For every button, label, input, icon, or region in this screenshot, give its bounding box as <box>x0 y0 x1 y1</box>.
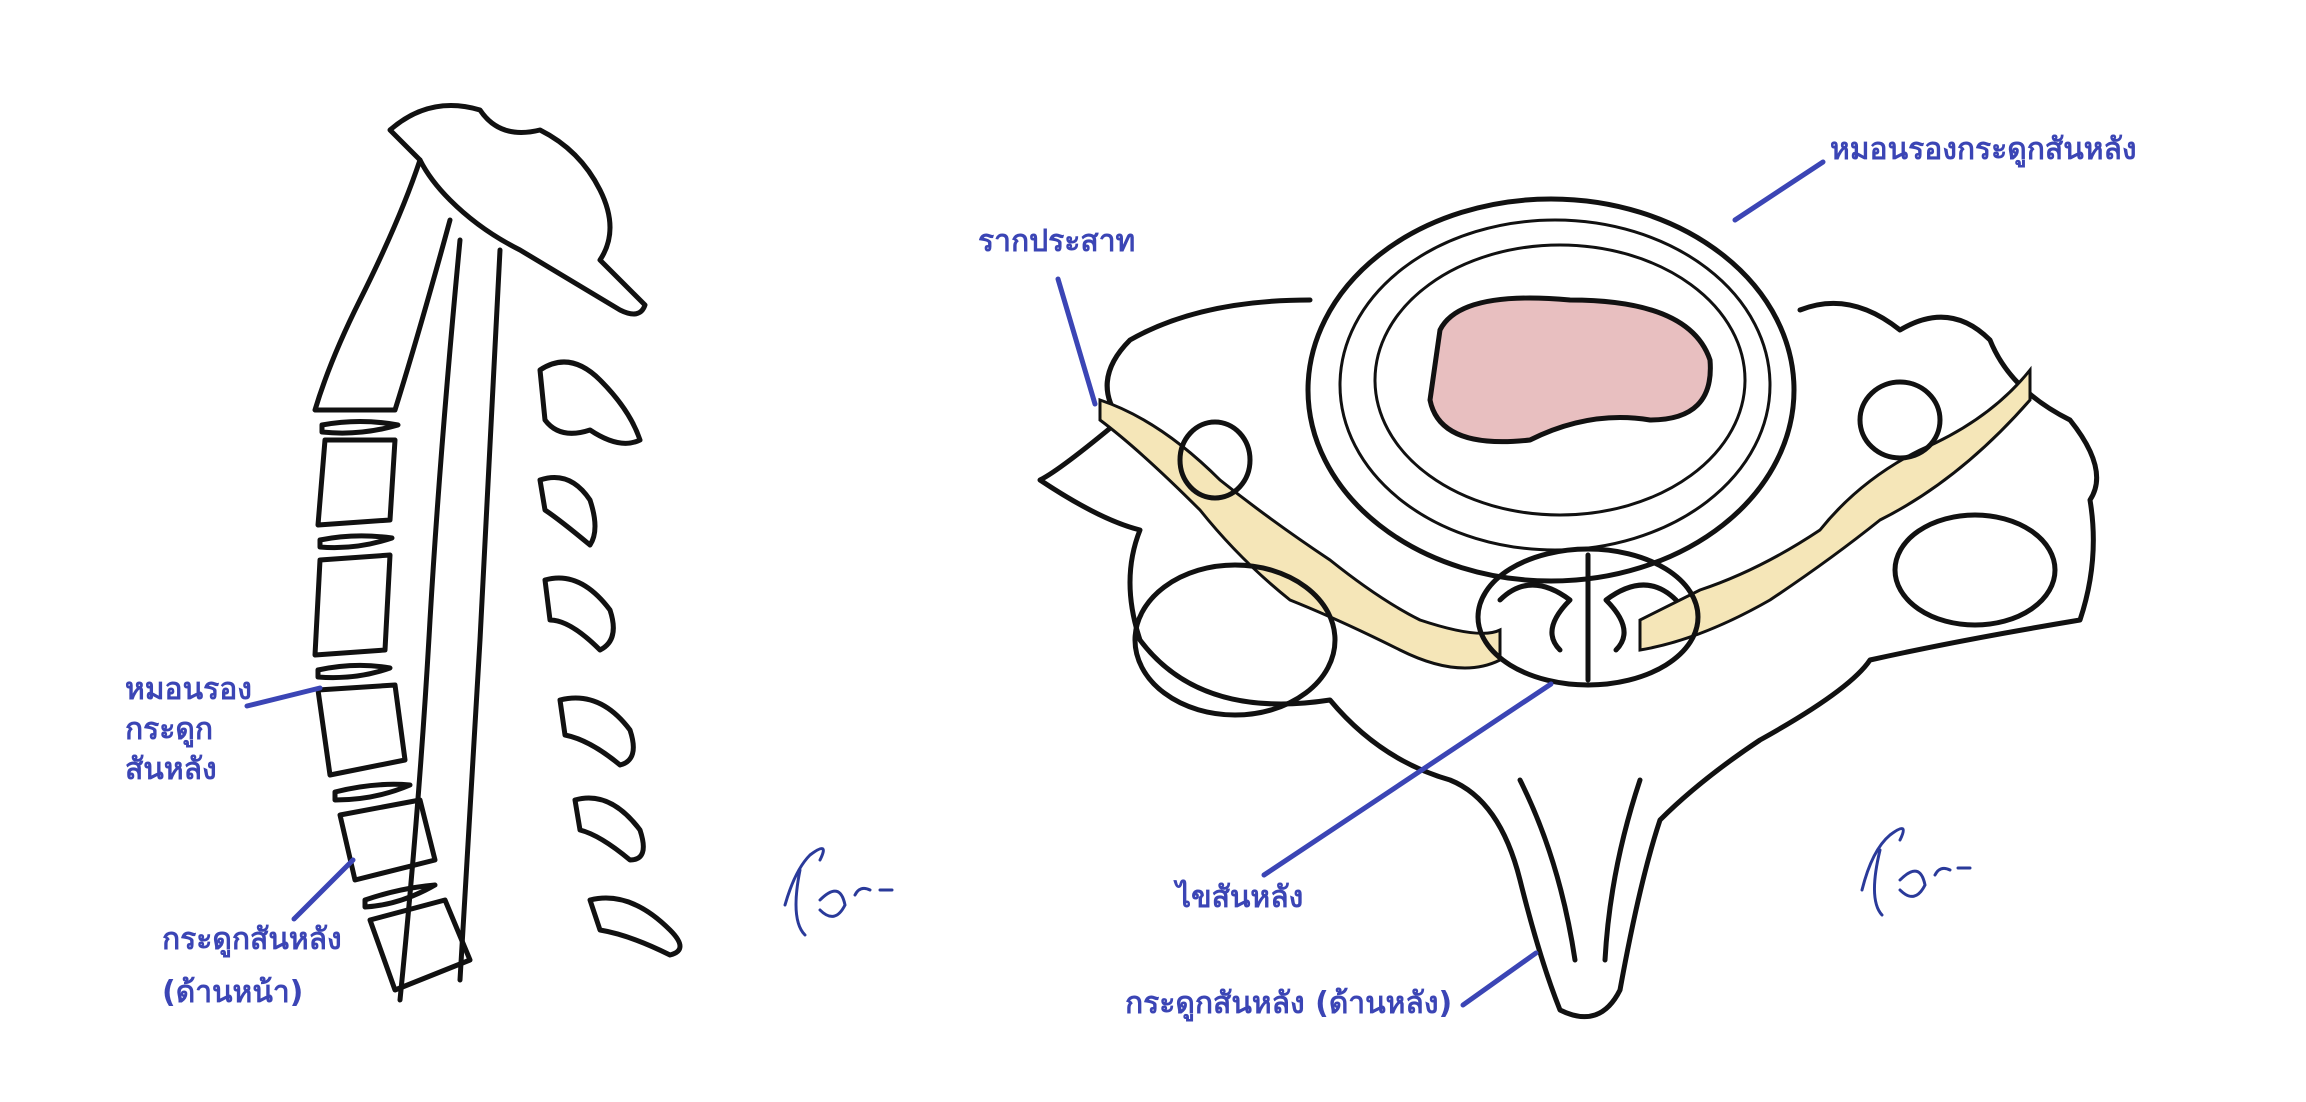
intervertebral-discs <box>315 419 438 910</box>
signature-right <box>1860 827 1972 917</box>
disc-annulus <box>1305 196 1797 584</box>
signature-left <box>783 847 894 937</box>
label-vertebra-front-line2: (ด้านหน้า) <box>162 975 304 1010</box>
pointer-vertebra-back <box>1460 950 1539 1008</box>
label-spinal-cord: ไขสันหลัง <box>1176 880 1304 915</box>
vertebra-outline <box>1037 297 2100 1020</box>
vertebra-top-view <box>1037 196 2100 1020</box>
transverse-foramen-left <box>1132 562 1338 718</box>
nucleus-pulposus <box>1427 295 1713 445</box>
pointer-disc-right <box>1732 159 1826 223</box>
label-disc-left-line3: สันหลัง <box>125 752 217 787</box>
skull-base <box>387 103 648 317</box>
spinous-processes <box>537 359 683 958</box>
spinal-canal-front <box>397 237 463 1003</box>
label-disc-right: หมอนรองกระดูกสันหลัง <box>1830 132 2137 167</box>
transverse-foramen-right <box>1892 512 2058 628</box>
label-vertebra-back: กระดูกสันหลัง (ด้านหลัง) <box>1125 986 1453 1021</box>
label-nerve-root: รากประสาท <box>978 224 1136 259</box>
label-disc-left-line1: หมอนรอง <box>125 672 252 707</box>
vertebral-bodies <box>312 437 473 993</box>
spinal-canal-back <box>457 247 503 983</box>
spinal-cord <box>1475 546 1701 688</box>
pointer-vertebra-front <box>291 857 356 922</box>
label-vertebra-front-line1: กระดูกสันหลัง <box>162 922 342 957</box>
pointer-nerve-root <box>1055 276 1098 407</box>
label-disc-left-line2: กระดูก <box>125 712 214 747</box>
pointer-disc-left <box>244 685 323 709</box>
dens <box>312 157 453 413</box>
pointer-spinal-cord <box>1261 681 1554 878</box>
nerve-root-left <box>1098 397 1502 670</box>
cervical-spine-side-view <box>312 103 683 1003</box>
spinous-process <box>1517 777 1643 963</box>
